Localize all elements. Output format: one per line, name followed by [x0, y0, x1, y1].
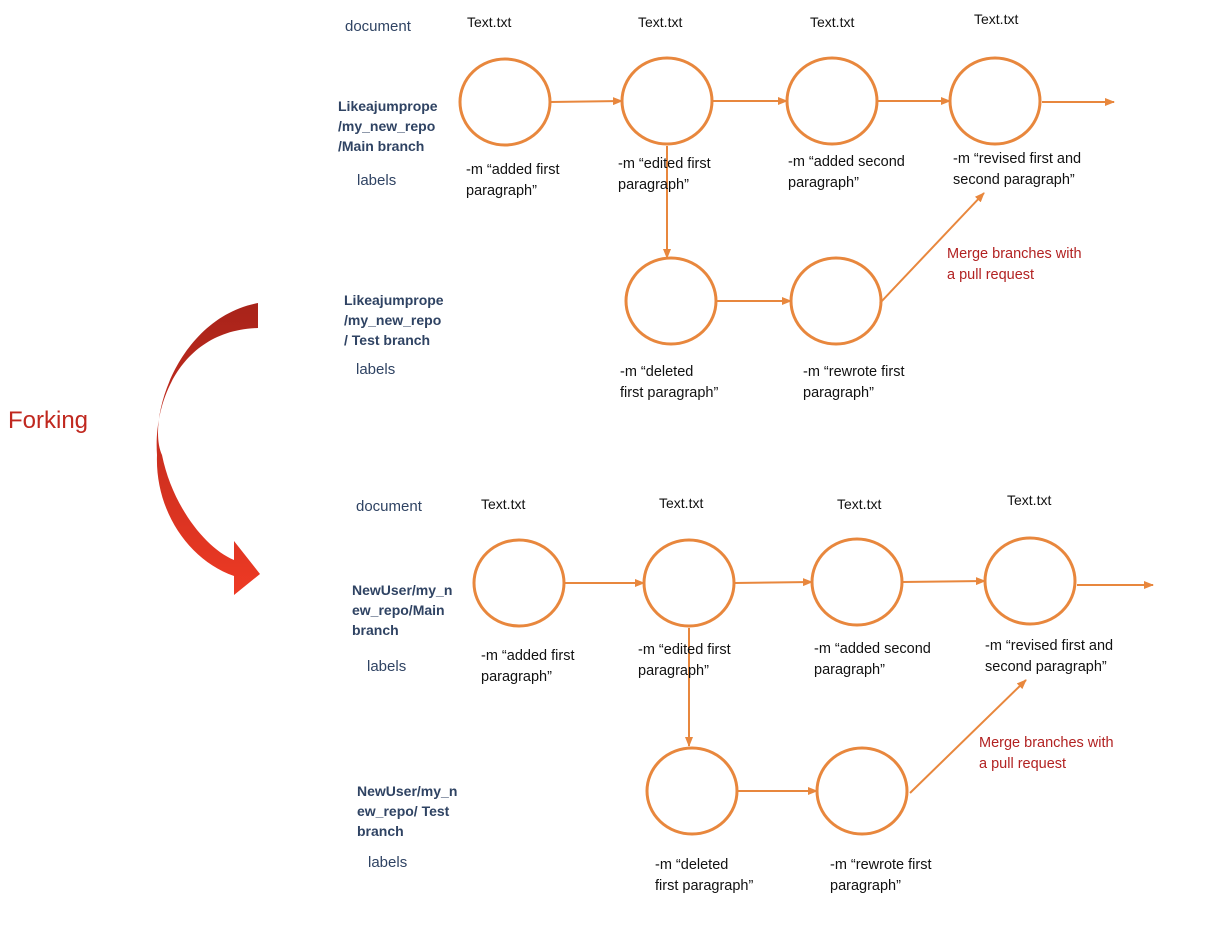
main-commit-node [948, 56, 1042, 146]
fork-arrow [156, 303, 260, 595]
merge-arrow [909, 679, 1027, 794]
main-commit-node [983, 536, 1077, 626]
commit-message: -m “edited first paragraph” [638, 642, 731, 679]
test-branch-label: NewUser/my_n ew_repo/ Test branch [357, 783, 458, 839]
test-commit-node [815, 746, 909, 836]
commit-arrow [733, 578, 813, 587]
main-branch-label: NewUser/my_n ew_repo/Main branch [352, 582, 453, 638]
commit-file-label: Text.txt [974, 11, 1019, 27]
test-labels-row: labels [368, 854, 408, 871]
commit-message: -m “added first paragraph” [466, 162, 560, 199]
main-commit-node [620, 56, 714, 146]
test-commit-message: -m “rewrote first paragraph” [803, 364, 905, 401]
commit-file-label: Text.txt [638, 14, 683, 30]
test-commit-node [624, 256, 718, 346]
test-commit-message: -m “rewrote first paragraph” [830, 857, 932, 894]
main-commit-node [642, 538, 736, 628]
main-labels-row: labels [357, 172, 397, 189]
commit-file-label: Text.txt [837, 496, 882, 512]
commit-file-label: Text.txt [659, 495, 704, 511]
commit-arrow [549, 97, 623, 106]
commit-message: -m “added first paragraph” [481, 648, 575, 685]
forking-label: Forking [8, 407, 89, 434]
commit-message: -m “added second paragraph” [814, 641, 931, 678]
document-row-label: document [356, 498, 422, 515]
merge-arrow [879, 192, 985, 304]
main-commit-node [785, 56, 879, 146]
test-labels-row: labels [356, 361, 396, 378]
commit-file-label: Text.txt [481, 496, 526, 512]
commit-message: -m “edited first paragraph” [618, 156, 711, 193]
commit-message: -m “revised first and second paragraph” [953, 151, 1082, 188]
commit-message: -m “added second paragraph” [788, 154, 905, 191]
commit-file-label: Text.txt [1007, 492, 1052, 508]
test-commit-node [645, 746, 739, 836]
commit-message: -m “revised first and second paragraph” [985, 638, 1114, 675]
test-commit-message: -m “deleted first paragraph” [655, 857, 754, 894]
test-commit-node [789, 256, 883, 346]
merge-note: Merge branches with a pull request [947, 246, 1082, 283]
merge-note: Merge branches with a pull request [979, 735, 1114, 772]
commit-arrow [901, 577, 986, 586]
main-commit-node [810, 537, 904, 627]
commit-file-label: Text.txt [810, 14, 855, 30]
main-commit-node [458, 57, 552, 147]
main-commit-node [472, 538, 566, 628]
document-row-label: document [345, 18, 411, 35]
main-labels-row: labels [367, 658, 407, 675]
commit-file-label: Text.txt [467, 14, 512, 30]
test-branch-label: Likeajumprope /my_new_repo / Test branch [344, 292, 444, 348]
main-branch-label: Likeajumprope /my_new_repo /Main branch [338, 98, 438, 154]
test-commit-message: -m “deleted first paragraph” [620, 364, 719, 401]
